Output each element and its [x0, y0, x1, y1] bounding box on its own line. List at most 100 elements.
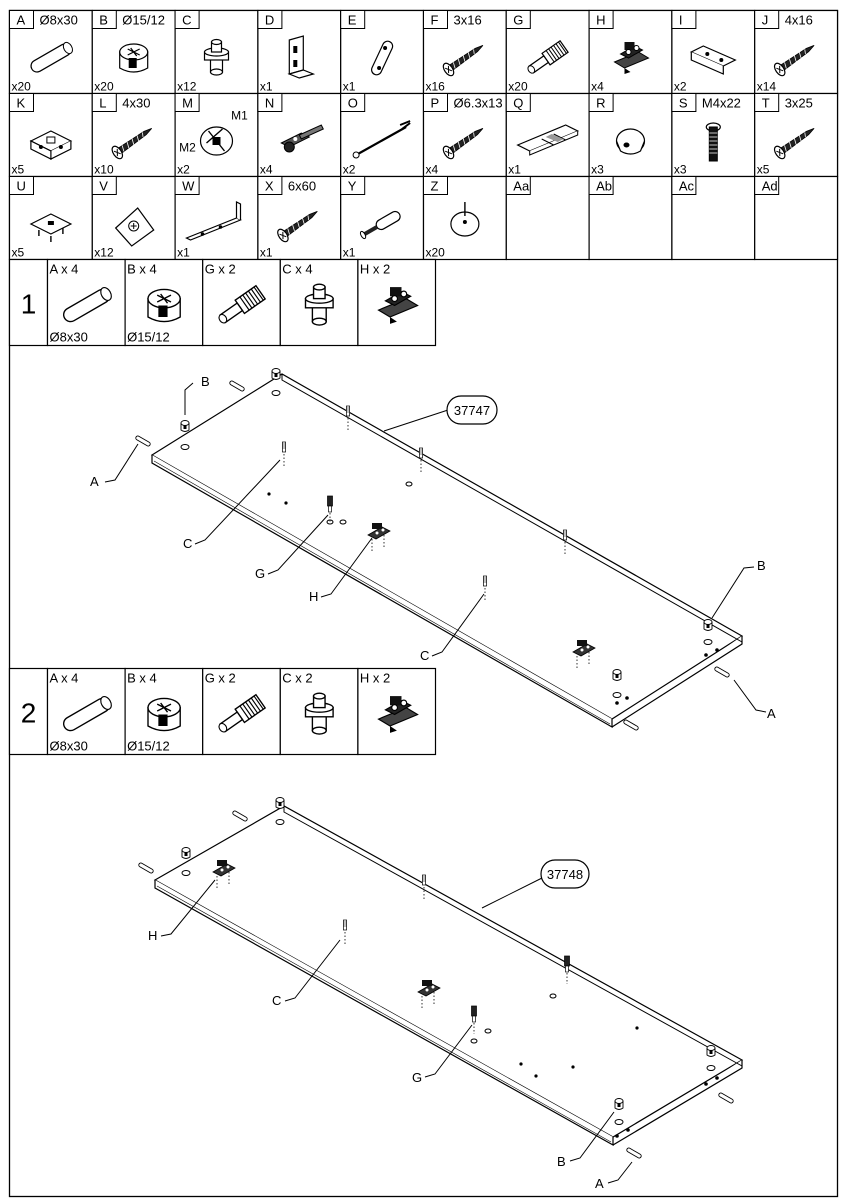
panel-37748-drawing: 37748 H C G B A: [137, 797, 744, 1191]
callout-label: C: [272, 993, 281, 1008]
part-quantity: x20: [94, 80, 114, 94]
step-item-label: C x 4: [282, 262, 312, 277]
part-letter: Ad: [762, 179, 778, 194]
step-item: C x 2: [279, 667, 359, 756]
part-cell-q: Qx1: [505, 92, 590, 178]
part-spec: 3x25: [785, 96, 813, 111]
callout-label: A: [595, 1176, 604, 1191]
part-letter: U: [17, 179, 26, 194]
callout-label: C: [420, 648, 429, 663]
part-quantity: x1: [177, 246, 190, 260]
part-letter: E: [348, 13, 357, 28]
part-spec: Ø6.3x13: [454, 96, 503, 111]
part-letter: Ac: [679, 179, 695, 194]
callout-label: C: [183, 536, 192, 551]
callout-label: G: [412, 1070, 422, 1085]
step-item-label: B x 4: [127, 671, 157, 686]
part-quantity: x4: [426, 163, 439, 177]
step-item: B x 4 Ø15/12: [124, 667, 204, 756]
part-letter: P: [431, 96, 440, 111]
part-quantity: x1: [508, 163, 521, 177]
rotary-fitting-icon: [199, 126, 234, 156]
part-cell-y: Yx1: [340, 175, 425, 261]
part-quantity: x12: [177, 80, 197, 94]
part-quantity: x10: [94, 163, 114, 177]
panel-code: 37748: [547, 867, 583, 882]
step-number: 1: [21, 289, 37, 320]
knob-icon: [615, 128, 646, 155]
callout-label: A: [90, 474, 99, 489]
part-note: M2: [179, 141, 196, 155]
part-letter: L: [99, 96, 106, 111]
step-item-spec: Ø15/12: [127, 739, 170, 754]
part-quantity: x5: [12, 246, 25, 260]
part-spec: M4x22: [702, 96, 741, 111]
callout-label: B: [557, 1154, 566, 1169]
part-quantity: x1: [260, 246, 273, 260]
step-item-spec: Ø8x30: [50, 739, 88, 754]
part-quantity: x1: [343, 246, 356, 260]
part-letter: I: [679, 13, 683, 28]
callout-label: B: [757, 558, 766, 573]
part-cell-d: Dx1: [257, 9, 342, 95]
callout-label: B: [201, 374, 210, 389]
part-cell-o: Ox2: [340, 92, 425, 178]
callout-label: G: [255, 566, 265, 581]
part-cell-ac: Ac: [671, 175, 756, 261]
panel-code: 37747: [454, 403, 490, 418]
cam-lock-icon: [119, 43, 149, 73]
part-cell-k: Kx5: [8, 92, 93, 178]
part-spec: Ø8x30: [40, 13, 78, 28]
part-cell-w: Wx1: [174, 175, 259, 261]
part-spec: 4x30: [122, 96, 150, 111]
panel-37747-drawing: 37747 B A C G H C B A: [90, 368, 776, 732]
part-quantity: x2: [343, 163, 356, 177]
part-spec: Ø15/12: [122, 13, 165, 28]
panel-code-badge: [446, 395, 498, 425]
step-item-label: H x 2: [360, 671, 390, 686]
part-letter: B: [99, 13, 108, 28]
part-quantity: x14: [757, 80, 777, 94]
part-cell-ab: Ab: [588, 175, 673, 261]
part-letter: F: [431, 13, 439, 28]
cam-lock-icon: [147, 697, 181, 732]
part-letter: O: [348, 96, 358, 111]
part-letter: T: [762, 96, 770, 111]
step-item-label: G x 2: [205, 671, 236, 686]
part-letter: J: [762, 13, 769, 28]
part-letter: A: [17, 13, 26, 28]
part-quantity: x2: [177, 163, 190, 177]
part-quantity: x2: [674, 80, 687, 94]
step-item: G x 2: [202, 667, 281, 756]
part-quantity: x1: [343, 80, 356, 94]
part-cell-e: Ex1: [340, 9, 425, 95]
part-quantity: x20: [12, 80, 32, 94]
part-cell-r: Rx3: [588, 92, 673, 178]
part-cell-p: P Ø6.3x13 x4: [422, 92, 507, 178]
part-cell-h: Hx4: [588, 9, 673, 95]
part-letter: R: [596, 96, 605, 111]
step-item-label: G x 2: [205, 262, 236, 277]
part-letter: G: [513, 13, 523, 28]
part-letter: S: [679, 96, 688, 111]
part-letter: Y: [348, 179, 357, 194]
part-letter: K: [17, 96, 26, 111]
part-spec: 3x16: [454, 13, 482, 28]
part-cell-l: L 4x30 x10: [91, 92, 176, 178]
part-cell-b: B Ø15/12 x20: [91, 9, 176, 95]
part-letter: Z: [431, 179, 439, 194]
